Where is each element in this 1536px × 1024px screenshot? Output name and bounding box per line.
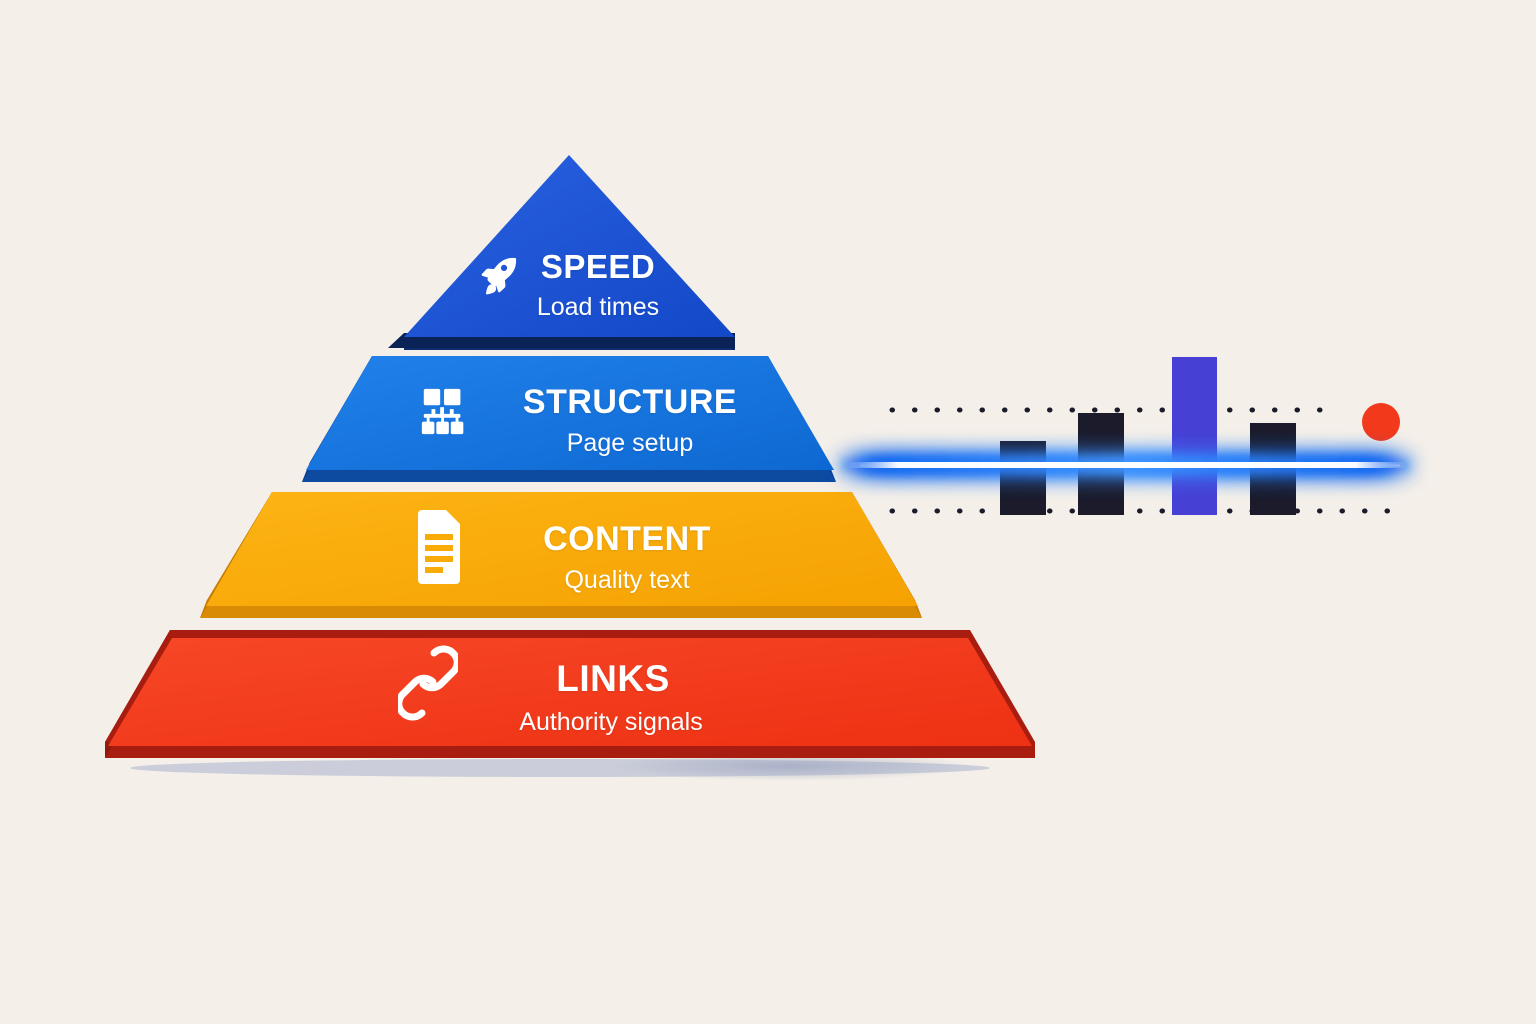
pyramid-ground-shadow	[610, 751, 970, 781]
glow-beam-core-thin	[860, 464, 1400, 467]
glow-beam	[833, 454, 1418, 476]
pyramid-tier-speed[interactable]	[388, 155, 735, 350]
pyramid-tier-links[interactable]	[105, 630, 1035, 758]
red-circle-icon	[1362, 403, 1400, 441]
links-front-face	[108, 638, 1032, 746]
pyramid-base-shadow	[130, 759, 990, 777]
content-front-face	[206, 492, 918, 606]
pyramid-tier-structure[interactable]	[302, 356, 836, 482]
speed-front-face	[404, 155, 735, 337]
structure-front-face	[306, 356, 834, 470]
pyramid-tier-content[interactable]	[200, 492, 922, 618]
